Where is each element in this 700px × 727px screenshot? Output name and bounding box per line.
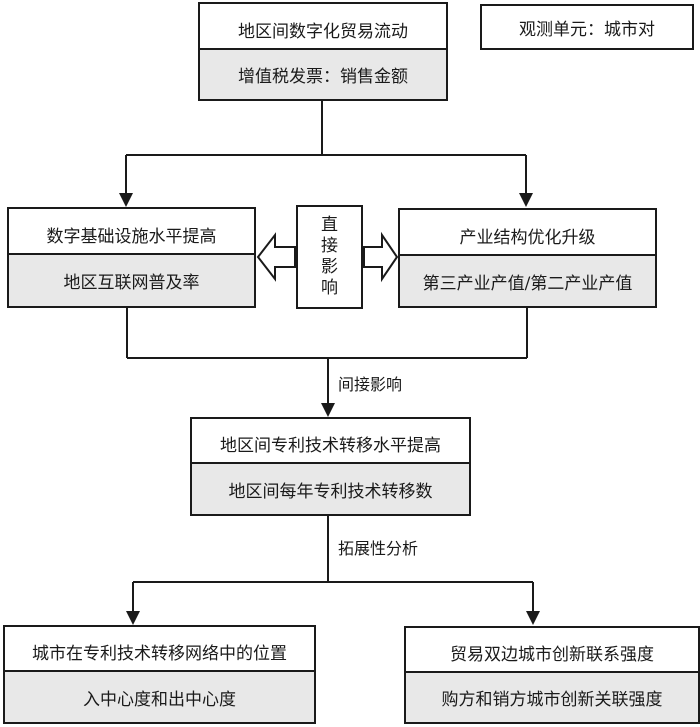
direct-effect-char: 直 [321, 215, 338, 235]
node-network-position-measure: 入中心度和出中心度 [5, 670, 314, 722]
node-innovation-link-measure: 购方和销方城市创新关联强度 [406, 671, 698, 722]
hollow-arrow-left-icon [256, 232, 296, 282]
node-digital-infra-title: 数字基础设施水平提高 [9, 209, 254, 259]
node-trade-flow-title: 地区间数字化贸易流动 [200, 4, 446, 54]
arrowhead-to-digital-infra [119, 193, 133, 207]
node-industry-upgrade-measure: 第三产业产值/第二产业产值 [400, 254, 655, 306]
observation-unit-label: 观测单元：城市对 [519, 19, 655, 40]
node-innovation-link: 贸易双边城市创新联系强度 购方和销方城市创新关联强度 [404, 626, 700, 724]
node-digital-infra-measure: 地区互联网普及率 [9, 253, 254, 306]
node-trade-flow: 地区间数字化贸易流动 增值税发票：销售金额 [198, 2, 448, 101]
direct-effect-box: 直 接 影 响 [296, 205, 363, 309]
direct-effect-char: 接 [321, 236, 338, 256]
node-network-position-title: 城市在专利技术转移网络中的位置 [5, 627, 314, 676]
node-patent-transfer: 地区间专利技术转移水平提高 地区间每年专利技术转移数 [190, 417, 471, 516]
node-patent-transfer-title: 地区间专利技术转移水平提高 [192, 419, 469, 468]
node-network-position: 城市在专利技术转移网络中的位置 入中心度和出中心度 [3, 625, 316, 724]
arrowhead-to-industry-upgrade [519, 193, 533, 207]
arrowhead-to-network-position [126, 611, 140, 625]
direct-effect-char: 影 [321, 257, 338, 277]
direct-effect-char: 响 [321, 278, 338, 298]
node-industry-upgrade: 产业结构优化升级 第三产业产值/第二产业产值 [398, 208, 657, 308]
edge-label-indirect: 间接影响 [338, 375, 403, 394]
node-industry-upgrade-title: 产业结构优化升级 [400, 210, 655, 260]
node-innovation-link-title: 贸易双边城市创新联系强度 [406, 628, 698, 677]
observation-unit-box: 观测单元：城市对 [480, 4, 694, 50]
hollow-arrow-right-icon [363, 231, 399, 283]
arrowhead-to-innovation-link [526, 611, 540, 625]
node-patent-transfer-measure: 地区间每年专利技术转移数 [192, 462, 469, 514]
node-digital-infra: 数字基础设施水平提高 地区互联网普及率 [7, 207, 256, 308]
edge-label-extension: 拓展性分析 [338, 539, 419, 558]
arrowhead-to-patent-transfer [321, 403, 335, 417]
node-trade-flow-measure: 增值税发票：销售金额 [200, 48, 446, 99]
